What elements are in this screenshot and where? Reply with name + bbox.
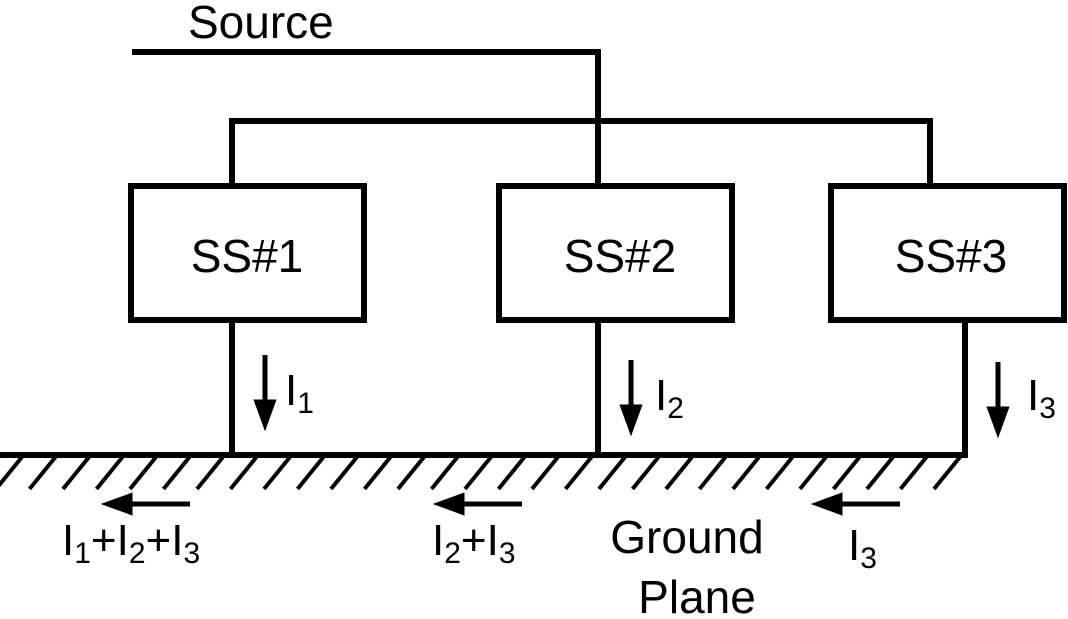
ground-hatch-mark — [764, 455, 795, 491]
current-arrow-down-1 — [253, 355, 277, 432]
substation-box-2 — [496, 183, 735, 323]
ground-hatch-mark — [831, 455, 862, 491]
ground-hatch-mark — [463, 455, 493, 491]
branch-current-label-1: I1 — [285, 366, 314, 420]
ground-hatch-mark — [932, 455, 962, 491]
ground-hatch-mark — [563, 455, 594, 491]
ground-hatch-mark — [865, 455, 895, 491]
ground-hatch-mark — [362, 455, 393, 491]
ground-current-arrow-3 — [810, 492, 900, 516]
source-wire — [132, 49, 601, 188]
ground-hatch-mark — [329, 455, 359, 491]
ground-hatch-mark — [496, 455, 527, 491]
ground-plane-label-line2: Plane — [638, 571, 756, 619]
ground-hatch-mark — [697, 455, 728, 491]
source-label: Source — [188, 0, 334, 48]
ground-hatch-mark — [262, 455, 292, 491]
ground-hatch-mark — [898, 455, 929, 491]
ground-hatch-mark — [0, 455, 24, 488]
ground-hatch-mark — [295, 455, 326, 491]
current-arrow-down-3 — [986, 362, 1010, 439]
ground-current-label-2: I2+I3 — [432, 516, 516, 570]
substation-label-2: SS#2 — [564, 230, 677, 282]
ground-hatch-mark — [630, 455, 661, 491]
ground-hatch-mark — [161, 455, 192, 491]
ground-hatch-mark — [664, 455, 694, 491]
ground-hatch-mark — [195, 455, 225, 491]
substation-label-3: SS#3 — [895, 230, 1008, 282]
ground-hatch-mark — [530, 455, 560, 491]
ground-hatch-mark — [396, 455, 426, 491]
ground-hatch-mark — [597, 455, 627, 491]
ground-current-label-1: I1+I2+I3 — [62, 516, 200, 570]
branch-current-label-2: I2 — [655, 371, 684, 425]
ground-current-arrow-1 — [100, 492, 190, 516]
substation-box-3 — [828, 183, 1067, 323]
ground-hatch-mark — [94, 455, 125, 491]
ground-hatch-mark — [731, 455, 761, 491]
ground-hatch-mark — [228, 455, 259, 491]
ground-hatch-mark — [61, 455, 91, 491]
substation-label-1: SS#1 — [191, 230, 304, 282]
ground-hatch-mark — [27, 455, 58, 491]
ground-hatch-mark — [429, 455, 460, 491]
bus-wire — [229, 118, 933, 188]
branch-current-label-3: I3 — [1027, 371, 1056, 425]
substation-box-1 — [128, 183, 367, 323]
ground-current-arrow-2 — [432, 492, 522, 516]
current-arrow-down-2 — [619, 360, 643, 437]
ground-current-label-3: I3 — [848, 521, 877, 575]
ground-hatching — [0, 455, 962, 491]
ground-plane-label-line1: Ground — [610, 511, 763, 563]
ground-hatch-mark — [798, 455, 828, 491]
ground-hatch-mark — [128, 455, 158, 491]
